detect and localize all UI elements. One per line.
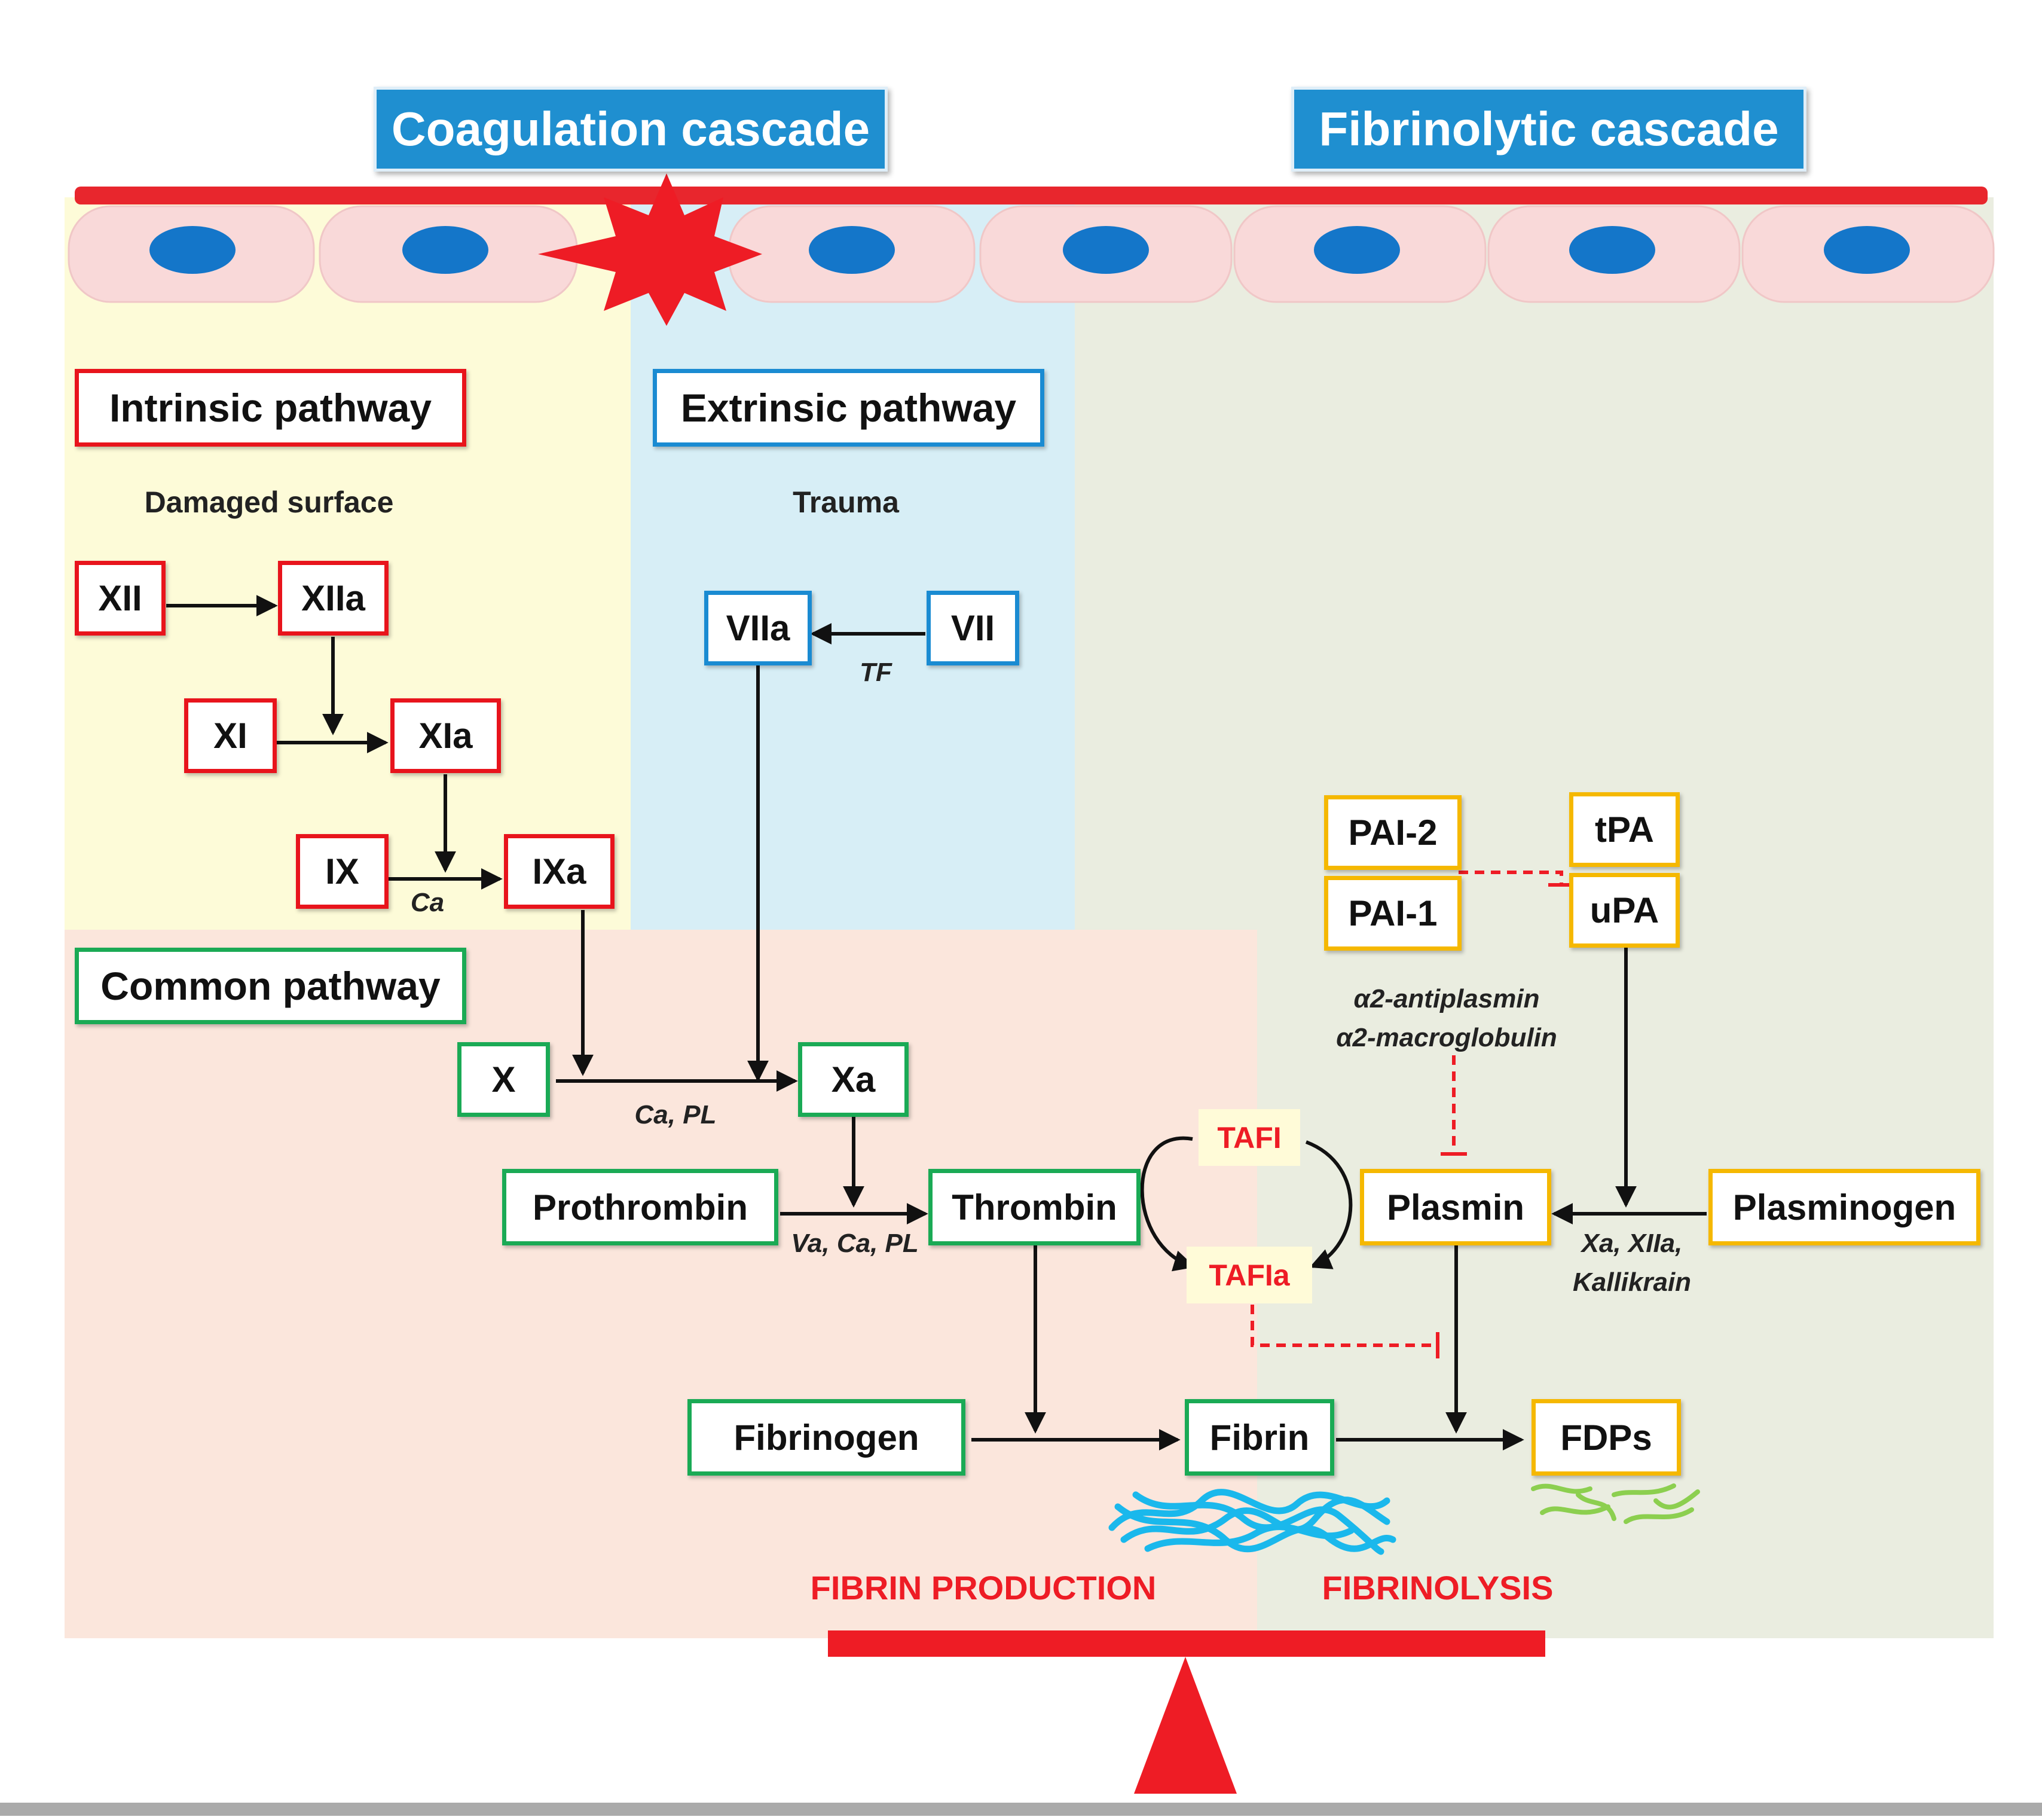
inhibition-lines bbox=[1251, 871, 1563, 1347]
arrow-tafi-to-tafia-right bbox=[1305, 1140, 1353, 1269]
cofactor-ca-pl-label: Ca, PL bbox=[634, 1100, 717, 1129]
thrombin: Thrombin bbox=[928, 1169, 1141, 1245]
cell-nucleus bbox=[149, 226, 236, 274]
fdp-fragment bbox=[1540, 1504, 1610, 1515]
activators-line-2: Kallikrain bbox=[1572, 1268, 1692, 1297]
upa: uPA bbox=[1569, 873, 1680, 948]
cell-nucleus bbox=[1824, 226, 1910, 274]
plasminogen: Plasminogen bbox=[1708, 1169, 1980, 1245]
activators-line-1: Xa, XIIa, bbox=[1581, 1229, 1683, 1258]
extrinsic-trigger-label: Trauma bbox=[793, 485, 899, 519]
cofactor-tf-label: TF bbox=[860, 658, 892, 687]
fibrin: Fibrin bbox=[1185, 1399, 1334, 1476]
fibrin-strand bbox=[1120, 1497, 1390, 1543]
factor-xii: XII bbox=[75, 561, 166, 636]
factor-xi: XI bbox=[184, 698, 277, 773]
arrow-tafi-to-tafia bbox=[1140, 1136, 1196, 1272]
bottom-frame-bar bbox=[0, 1803, 2042, 1816]
endothelial-cells bbox=[68, 205, 1995, 303]
fdps: FDPs bbox=[1532, 1399, 1681, 1476]
alpha2-macroglobulin-label: α2-macroglobulin bbox=[1336, 1023, 1557, 1052]
pai-1: PAI-1 bbox=[1324, 876, 1462, 951]
fibrin-production-label: FIBRIN PRODUCTION bbox=[810, 1568, 1157, 1607]
cell-nucleus bbox=[1314, 226, 1400, 274]
factor-ixa: IXa bbox=[504, 834, 615, 909]
common-region bbox=[65, 930, 1257, 1638]
factor-x: X bbox=[457, 1042, 550, 1117]
tafia-label: TAFIa bbox=[1187, 1247, 1312, 1303]
extrinsic-region bbox=[631, 197, 1076, 933]
common-pathway-title: Common pathway bbox=[75, 948, 466, 1024]
factor-ix: IX bbox=[296, 834, 389, 909]
plasmin: Plasmin bbox=[1360, 1169, 1551, 1245]
fibrin-strand bbox=[1114, 1503, 1396, 1553]
cell-nucleus bbox=[809, 226, 895, 274]
fibrinogen: Fibrinogen bbox=[687, 1399, 965, 1476]
intrinsic-trigger-label: Damaged surface bbox=[144, 485, 394, 519]
extrinsic-pathway-title: Extrinsic pathway bbox=[653, 369, 1044, 447]
factor-viia: VIIa bbox=[704, 591, 812, 665]
activation-arrows bbox=[166, 595, 1707, 1450]
injury-starburst-icon bbox=[538, 173, 762, 326]
coagulation-cascade-header: Coagulation cascade bbox=[374, 87, 888, 172]
prothrombin: Prothrombin bbox=[502, 1169, 778, 1245]
cofactor-va-ca-pl-label: Va, Ca, PL bbox=[791, 1229, 919, 1258]
fdp-fragment bbox=[1576, 1492, 1616, 1521]
fdp-fragments-icon bbox=[1531, 1483, 1700, 1524]
fibrinolysis-label: FIBRINOLYSIS bbox=[1322, 1568, 1554, 1607]
tpa: tPA bbox=[1569, 792, 1680, 867]
cell-nucleus bbox=[402, 226, 488, 274]
factor-vii: VII bbox=[927, 591, 1019, 665]
intrinsic-pathway-title: Intrinsic pathway bbox=[75, 369, 466, 447]
cell-nucleus bbox=[1569, 226, 1655, 274]
factor-xa: Xa bbox=[798, 1042, 909, 1117]
fdp-fragment bbox=[1531, 1483, 1592, 1494]
inhibit-tafia-to-fibrinolysis bbox=[1251, 1288, 1438, 1347]
fdp-fragment bbox=[1653, 1489, 1700, 1510]
cofactor-ca-label: Ca bbox=[410, 888, 445, 917]
factor-xiia: XIIa bbox=[278, 561, 389, 636]
balance-fulcrum-icon bbox=[1134, 1657, 1237, 1794]
balance-beam bbox=[828, 1630, 1545, 1657]
fibrin-mesh-icon bbox=[1108, 1489, 1396, 1555]
alpha2-antiplasmin-label: α2-antiplasmin bbox=[1353, 984, 1540, 1013]
factor-xia: XIa bbox=[390, 698, 501, 773]
fdp-fragment bbox=[1624, 1507, 1694, 1524]
inhibit-pai-to-tpa-upa bbox=[1459, 871, 1563, 884]
vessel-membrane bbox=[75, 187, 1988, 204]
pai-2: PAI-2 bbox=[1324, 795, 1462, 870]
fibrin-strand bbox=[1144, 1523, 1355, 1552]
tafi-label: TAFI bbox=[1199, 1109, 1300, 1166]
fibrinolytic-cascade-header: Fibrinolytic cascade bbox=[1291, 87, 1806, 172]
cell-nucleus bbox=[1063, 226, 1149, 274]
fdp-fragment bbox=[1612, 1483, 1676, 1497]
